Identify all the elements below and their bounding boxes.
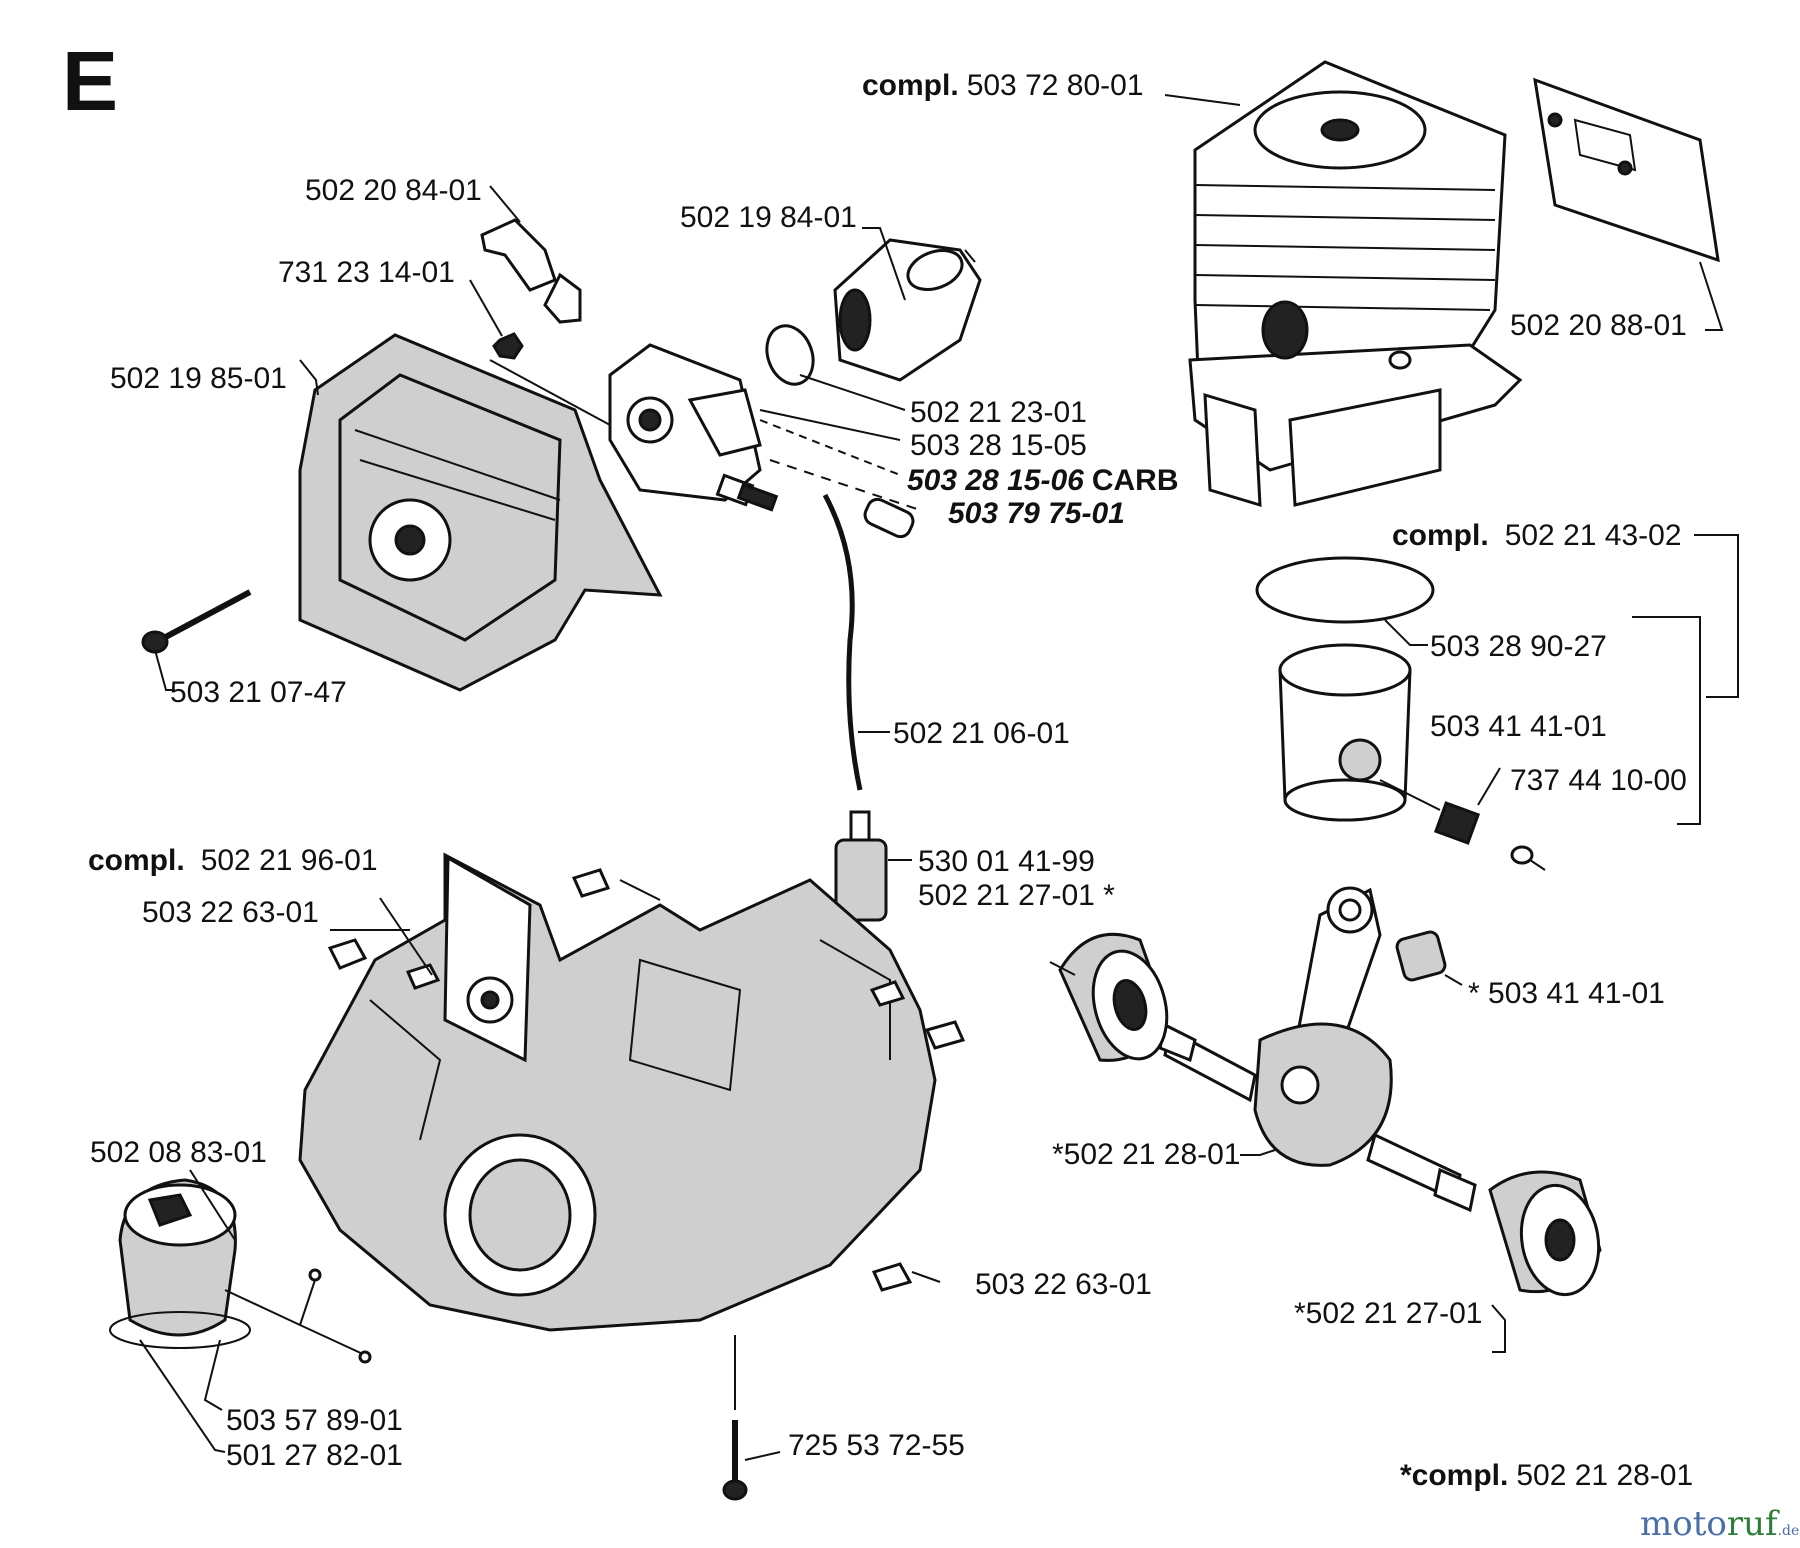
- label-air-filter-holder: 502 19 85-01: [110, 362, 287, 395]
- clips-drawing: [327, 868, 966, 1292]
- label-fuel-cap: 502 08 83-01: [90, 1136, 267, 1169]
- watermark: motoruf.de: [1640, 1504, 1799, 1544]
- label-carb-kit: 503 28 15-05: [910, 429, 1087, 462]
- label-cap-strap: 503 57 89-01: [226, 1404, 403, 1437]
- label-cylinder-compl: compl.503 72 80-01: [862, 69, 1144, 102]
- label-crankcase-compl: compl.502 21 96-01: [88, 844, 378, 877]
- inlet-manifold-drawing: [833, 238, 982, 382]
- label-nut: 731 23 14-01: [278, 256, 455, 289]
- carburetor-drawing: [608, 343, 779, 512]
- fuel-hose-drawing: [822, 493, 863, 791]
- fuel-filter-drawing: [834, 810, 888, 922]
- label-piston: 503 41 41-01: [1430, 710, 1607, 743]
- label-carb-gasket: 502 21 23-01: [910, 396, 1087, 429]
- label-fuel-filter-2: 502 21 27-01 *: [918, 879, 1115, 912]
- label-piston-compl: compl.502 21 43-02: [1392, 519, 1682, 552]
- carb-gasket-drawing: [765, 324, 815, 386]
- label-screw-filter: 503 21 07-47: [170, 676, 347, 709]
- label-inlet-manifold: 502 19 84-01: [680, 201, 857, 234]
- piston-needle-bearing-drawing: [1433, 801, 1534, 865]
- label-connector: 503 79 75-01: [948, 497, 1125, 530]
- cylinder-gasket-drawing: [1533, 77, 1720, 263]
- connector-drawing: [863, 497, 915, 539]
- elbow-drawing: [480, 218, 582, 324]
- crank-needle-bearing-drawing: [1395, 930, 1447, 982]
- nut-drawing: [492, 332, 524, 360]
- label-fuel-filter-1: 530 01 41-99: [918, 845, 1095, 878]
- piston-ring-drawing: [1255, 556, 1435, 624]
- label-needle-bearing: 737 44 10-00: [1510, 764, 1687, 797]
- label-gasket: 502 20 88-01: [1510, 309, 1687, 342]
- fuel-cap-drawing: [109, 1178, 372, 1364]
- label-elbow: 502 20 84-01: [305, 174, 482, 207]
- label-fuel-hose: 502 21 06-01: [893, 717, 1070, 750]
- ball-bearing-left-drawing: [1058, 932, 1169, 1062]
- label-piston-ring: 503 28 90-27: [1430, 630, 1607, 663]
- label-cap-seal: 501 27 82-01: [226, 1439, 403, 1472]
- label-clip-top: 503 22 63-01: [142, 896, 319, 929]
- label-crankshaft: *502 21 28-01: [1052, 1138, 1241, 1171]
- label-clip-bottom: 503 22 63-01: [975, 1268, 1152, 1301]
- crankcase-drawing: [298, 852, 937, 1332]
- screw-filter-drawing: [141, 589, 252, 654]
- crankcase-screw-drawing: [722, 1420, 748, 1501]
- crankshaft-drawing: [1158, 886, 1477, 1213]
- cylinder-drawing: [1188, 60, 1523, 508]
- label-crank-bearing: * 503 41 41-01: [1468, 977, 1665, 1010]
- label-crankcase-screw: 725 53 72-55: [788, 1429, 965, 1462]
- section-letter: E: [62, 34, 118, 128]
- ball-bearing-right-drawing: [1488, 1170, 1602, 1297]
- piston-drawing: [1278, 643, 1412, 822]
- label-crankshaft-compl: *compl.502 21 28-01: [1400, 1459, 1693, 1492]
- label-ball-bearing: *502 21 27-01: [1294, 1297, 1483, 1330]
- air-filter-holder-drawing: [298, 333, 663, 692]
